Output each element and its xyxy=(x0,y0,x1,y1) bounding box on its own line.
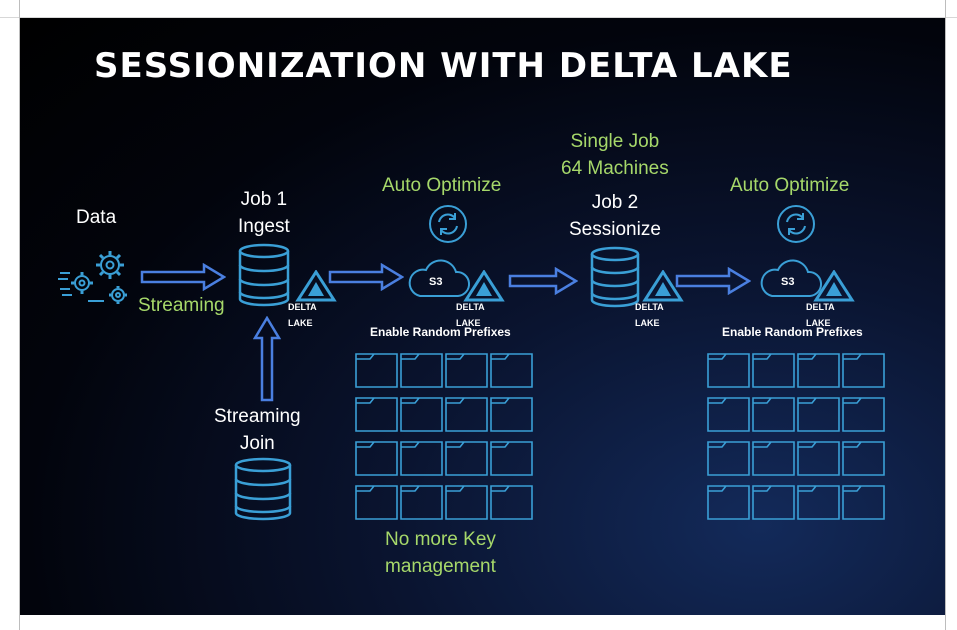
folder-icon xyxy=(400,485,443,520)
folder-icon xyxy=(842,441,885,476)
job2-title: Job 2 Sessionize xyxy=(569,189,661,243)
frame-right-line xyxy=(945,0,946,630)
delta-lake-logo-3: DELTA LAKE xyxy=(635,270,689,328)
frame-left-line xyxy=(19,0,20,630)
folder-icon xyxy=(355,485,398,520)
folder-icon xyxy=(355,441,398,476)
slide-title: SESSIONIZATION WITH DELTA LAKE xyxy=(94,46,793,86)
folder-icon xyxy=(752,441,795,476)
streaming-label: Streaming xyxy=(138,295,225,316)
job2-line1: Job 2 xyxy=(591,192,639,213)
folder-icon xyxy=(707,397,750,432)
arrow-right-icon xyxy=(140,263,226,291)
streaming-join-line1: Streaming xyxy=(214,406,301,427)
folder-grid-2 xyxy=(706,352,890,532)
refresh-icon xyxy=(428,204,468,244)
folder-icon xyxy=(752,353,795,388)
folder-icon xyxy=(490,485,533,520)
folder-icon xyxy=(707,485,750,520)
s3-text-2: S3 xyxy=(781,276,795,288)
single-job-line1: Single Job xyxy=(570,131,660,152)
folder-icon xyxy=(707,353,750,388)
single-job-label: Single Job 64 Machines xyxy=(561,128,669,182)
job1-line1: Job 1 xyxy=(240,189,288,210)
delta-lake-logo-4: DELTA LAKE xyxy=(806,270,860,328)
no-key-line1: No more Key xyxy=(385,529,496,550)
folder-icon xyxy=(707,441,750,476)
no-key-line2: management xyxy=(385,556,496,577)
folder-grid-1 xyxy=(354,352,538,532)
gears-icon xyxy=(58,243,138,311)
folder-icon xyxy=(445,441,488,476)
arrow-up-icon xyxy=(253,316,281,402)
streaming-join-line2: Join xyxy=(239,433,275,454)
database-icon-join xyxy=(232,456,294,522)
folder-icon xyxy=(445,353,488,388)
folder-icon xyxy=(752,485,795,520)
refresh-icon-2 xyxy=(776,204,816,244)
folder-icon xyxy=(400,353,443,388)
enable-prefixes-2-label: Enable Random Prefixes xyxy=(722,325,863,339)
data-label: Data xyxy=(76,207,117,228)
folder-icon xyxy=(490,397,533,432)
delta-lake-text-3: DELTA LAKE xyxy=(635,302,664,328)
folder-icon xyxy=(355,353,398,388)
delta-lake-text-4: DELTA LAKE xyxy=(806,302,835,328)
frame-top-line xyxy=(0,17,957,18)
folder-icon xyxy=(842,397,885,432)
folder-icon xyxy=(797,397,840,432)
folder-icon xyxy=(400,397,443,432)
delta-lake-text: DELTA LAKE xyxy=(288,302,317,328)
folder-icon xyxy=(752,397,795,432)
folder-icon xyxy=(400,441,443,476)
job1-line2: Ingest xyxy=(238,216,290,237)
auto-optimize-2-label: Auto Optimize xyxy=(730,175,850,196)
job2-line2: Sessionize xyxy=(569,219,661,240)
arrow-right-icon-2 xyxy=(328,263,404,291)
folder-icon xyxy=(355,397,398,432)
delta-lake-logo-2: DELTA LAKE xyxy=(456,270,510,328)
slide: SESSIONIZATION WITH DELTA LAKE Data xyxy=(20,18,945,615)
s3-text: S3 xyxy=(429,276,443,288)
database-icon xyxy=(236,243,292,307)
folder-icon xyxy=(842,485,885,520)
folder-icon xyxy=(797,441,840,476)
arrow-right-icon-3 xyxy=(508,267,578,295)
arrow-right-icon-4 xyxy=(675,267,751,295)
enable-prefixes-1-label: Enable Random Prefixes xyxy=(370,325,511,339)
auto-optimize-1-label: Auto Optimize xyxy=(382,175,502,196)
folder-icon xyxy=(490,353,533,388)
folder-icon xyxy=(797,485,840,520)
job1-title: Job 1 Ingest xyxy=(238,186,290,240)
folder-icon xyxy=(797,353,840,388)
folder-icon xyxy=(842,353,885,388)
single-job-line2: 64 Machines xyxy=(561,158,669,179)
streaming-join-label: Streaming Join xyxy=(214,403,301,457)
database-icon-job2 xyxy=(588,246,642,308)
no-key-management-label: No more Key management xyxy=(385,526,496,580)
delta-lake-text-2: DELTA LAKE xyxy=(456,302,485,328)
s3-cloud-icon: S3 xyxy=(406,256,472,300)
folder-icon xyxy=(445,397,488,432)
delta-lake-logo: DELTA LAKE xyxy=(288,270,342,328)
folder-icon xyxy=(490,441,533,476)
s3-cloud-icon-2: S3 xyxy=(758,256,824,300)
folder-icon xyxy=(445,485,488,520)
